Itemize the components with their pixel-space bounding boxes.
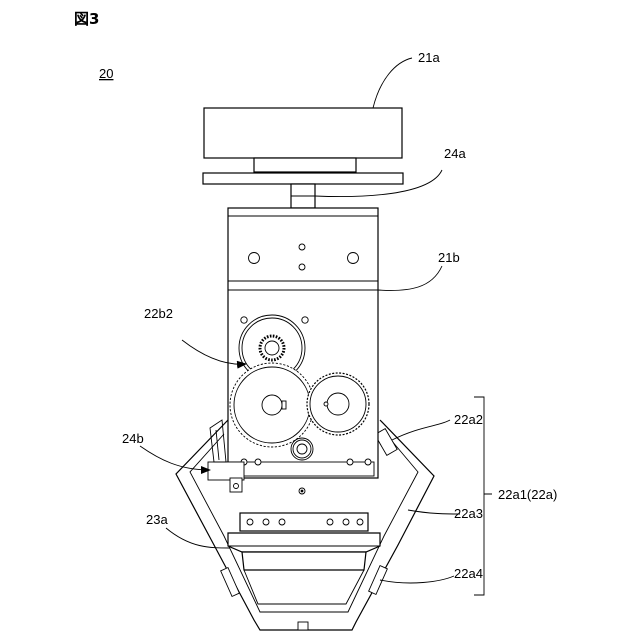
figure-title: 図3 <box>74 10 99 28</box>
label-22a2: 22a2 <box>454 412 483 427</box>
leader-22a4 <box>380 576 454 583</box>
plate-24a <box>203 173 403 208</box>
label-23a: 23a <box>146 512 168 527</box>
leader-22a2 <box>392 420 450 440</box>
label-22a1: 22a1(22a) <box>498 487 557 502</box>
bottom-body-23a <box>228 513 380 604</box>
label-22a4: 22a4 <box>454 566 483 581</box>
motor-21a <box>204 108 402 172</box>
leader-23a <box>166 528 230 548</box>
label-24b: 24b <box>122 431 144 446</box>
label-24a: 24a <box>444 146 466 161</box>
label-21b: 21b <box>438 250 460 265</box>
leader-21a <box>373 58 412 108</box>
label-21a: 21a <box>418 50 440 65</box>
label-22b2: 22b2 <box>144 306 173 321</box>
leader-21b <box>378 266 442 290</box>
label-22a3: 22a3 <box>454 506 483 521</box>
figure-ref-number: 20 <box>99 66 113 81</box>
